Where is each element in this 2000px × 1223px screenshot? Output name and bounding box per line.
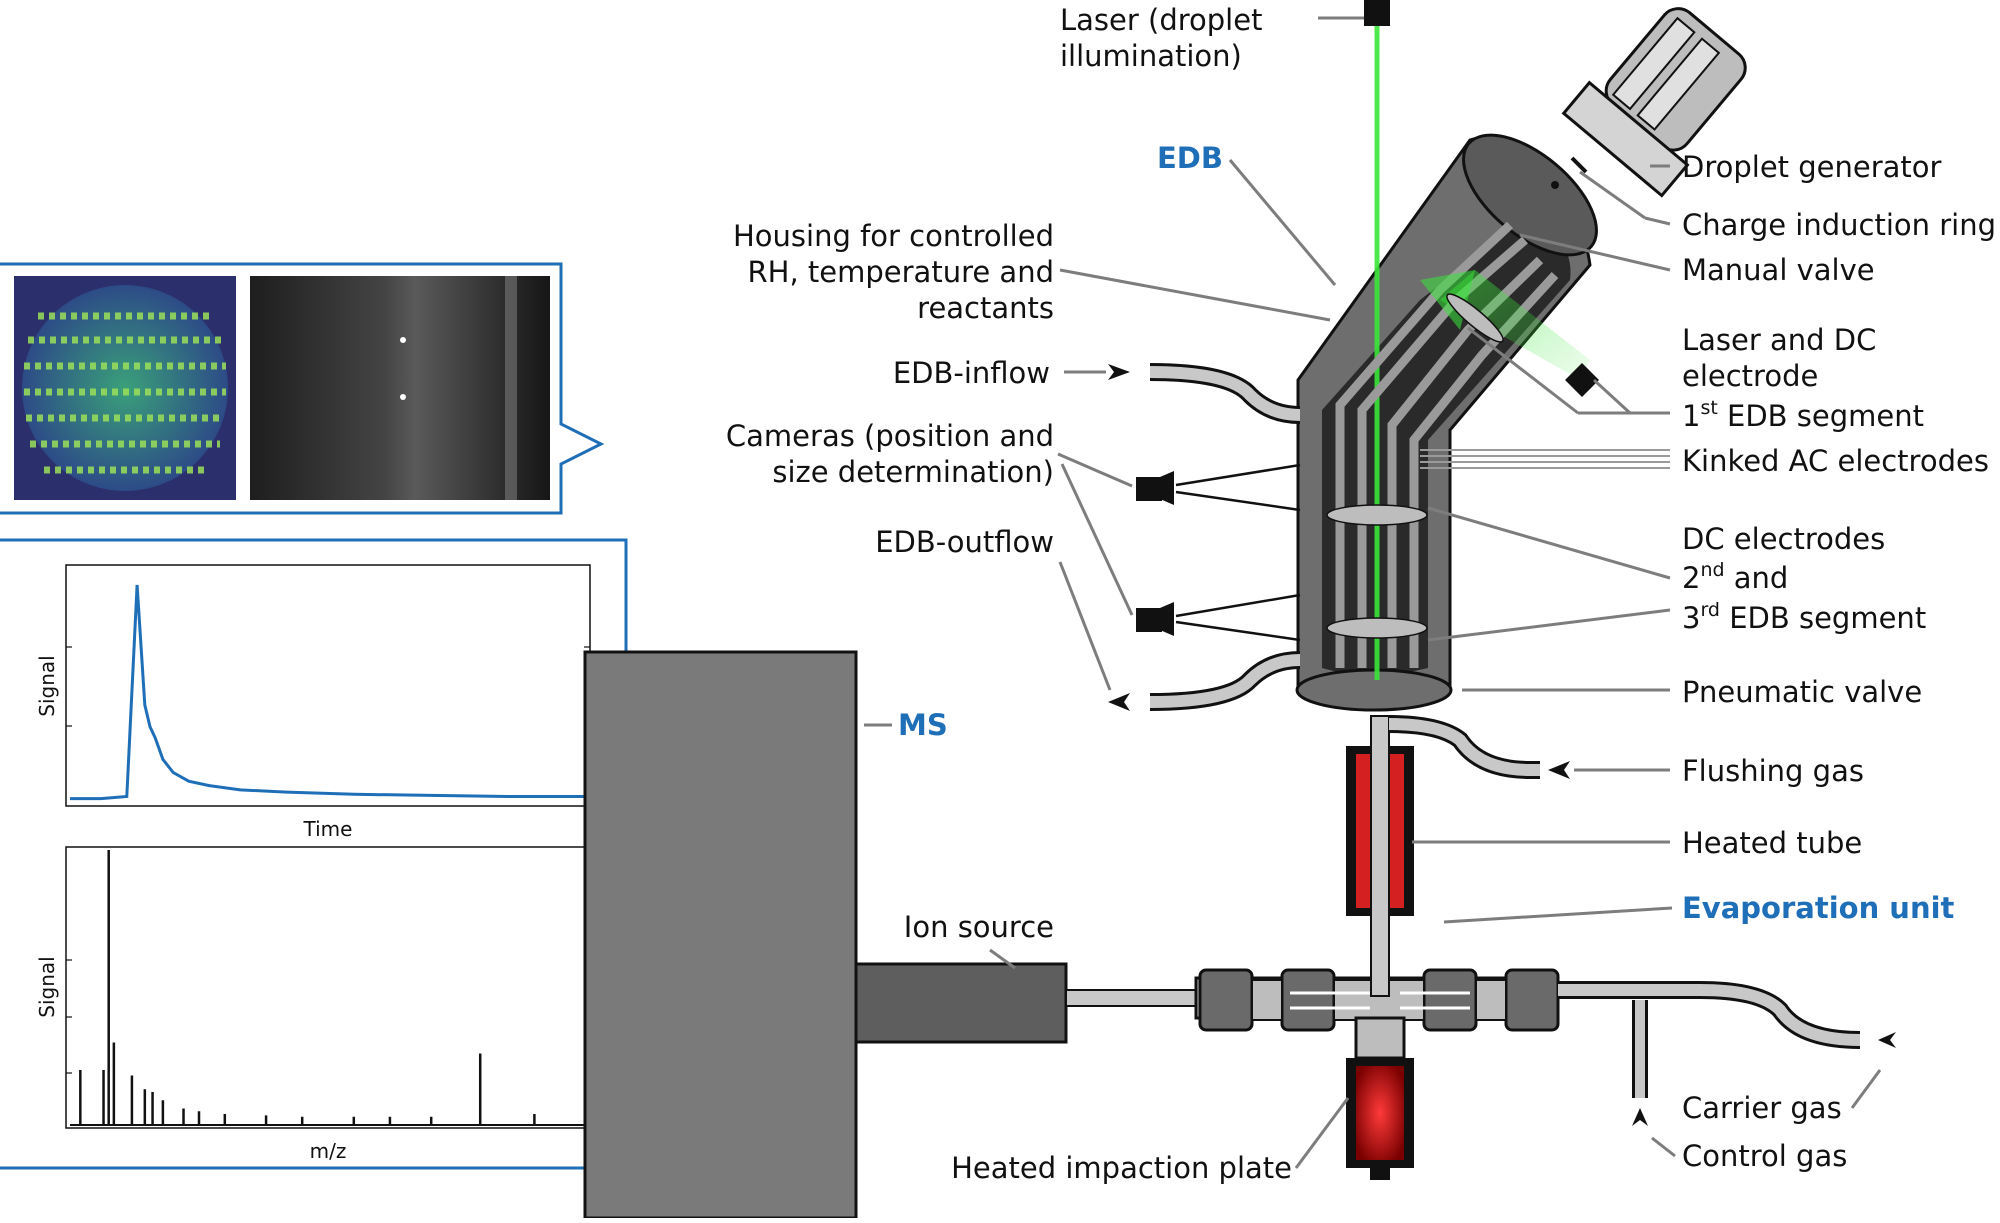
heated-impaction-plate: [1346, 1058, 1414, 1180]
label-evaporation-unit: Evaporation unit: [1682, 891, 1955, 925]
label-cameras-2: size determination): [772, 455, 1054, 489]
label-control-gas: Control gas: [1682, 1139, 1847, 1173]
laser-dc-icon: [1565, 363, 1599, 397]
label-manual-valve: Manual valve: [1682, 253, 1875, 287]
label-dc-electrodes: DC electrodes: [1682, 522, 1885, 556]
time-signal-chart: Time Signal: [35, 564, 591, 841]
camera-icon: [1136, 471, 1174, 505]
label-edb-inflow: EDB-inflow: [893, 356, 1050, 390]
x-axis-label-time: Time: [303, 817, 353, 841]
label-edb: EDB: [1157, 141, 1223, 175]
label-laser-dc-1: Laser and DC: [1682, 323, 1876, 357]
camera-images-panel: [0, 262, 605, 515]
ion-source: [854, 962, 1068, 1044]
label-third-segment: 3rd EDB segment: [1682, 599, 1926, 635]
label-second-segment: 2nd and: [1682, 559, 1788, 595]
label-housing-1: Housing for controlled: [733, 219, 1054, 253]
label-heated-tube: Heated tube: [1682, 826, 1862, 860]
camera-icon-2: [1136, 602, 1174, 636]
flushing-gas-arrow-icon: [1548, 761, 1570, 779]
mass-spectrum-peaks: [70, 850, 586, 1126]
evaporation-cross-fitting: [1194, 968, 1560, 1060]
label-cameras-1: Cameras (position and: [726, 419, 1054, 453]
label-edb-outflow: EDB-outflow: [875, 525, 1054, 559]
label-laser-dc-2: electrode: [1682, 359, 1818, 393]
charge-ring: [1570, 156, 1588, 174]
droplet-camera-image: [250, 276, 550, 500]
label-laser-illumination-1: Laser (droplet: [1060, 3, 1262, 37]
label-first-segment: 1st EDB segment: [1682, 397, 1924, 433]
edb-inflow-arrow-icon: [1108, 364, 1130, 380]
heated-tube: [1346, 715, 1414, 997]
label-ms: MS: [898, 708, 948, 742]
edb-assembly: [1295, 20, 1598, 712]
label-kinked-ac: Kinked AC electrodes: [1682, 444, 1989, 478]
y-axis-label-signal: Signal: [35, 655, 59, 716]
laser-illum-icon: [1364, 0, 1390, 26]
label-charge-ring: Charge induction ring: [1682, 208, 1996, 242]
label-droplet-generator: Droplet generator: [1682, 150, 1942, 184]
y-axis-label-signal-2: Signal: [35, 956, 59, 1017]
edb-outflow-arrow-icon: [1108, 693, 1130, 711]
control-gas-arrow-icon: [1632, 1108, 1648, 1126]
label-housing-2: RH, temperature and: [748, 255, 1054, 289]
label-heated-plate: Heated impaction plate: [951, 1151, 1292, 1185]
label-housing-3: reactants: [917, 291, 1054, 325]
leader-lines: [1057, 16, 1882, 1158]
mass-spectrometer-block: [583, 650, 858, 1220]
label-ion-source: Ion source: [904, 910, 1054, 944]
label-carrier-gas: Carrier gas: [1682, 1091, 1842, 1125]
carrier-gas-arrow-icon: [1878, 1032, 1896, 1048]
label-laser-illumination-2: illumination): [1060, 39, 1242, 73]
label-flushing-gas: Flushing gas: [1682, 754, 1864, 788]
time-series-line: [70, 584, 586, 801]
mass-spectrum-chart: m/z Signal: [35, 846, 591, 1163]
label-pneumatic-valve: Pneumatic valve: [1682, 675, 1922, 709]
x-axis-label-mz: m/z: [310, 1139, 347, 1163]
